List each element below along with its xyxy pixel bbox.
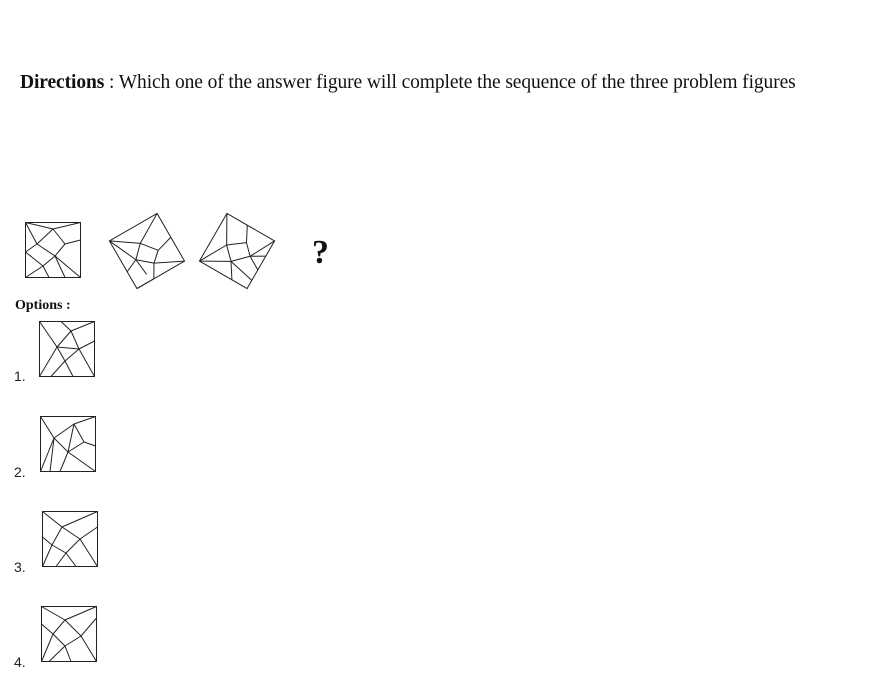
option-2-figure[interactable] (40, 416, 96, 472)
option-4-figure[interactable] (41, 606, 97, 662)
option-3-figure[interactable] (42, 511, 98, 567)
problem-figure-3 (198, 212, 276, 290)
question-mark: ? (312, 234, 329, 271)
option-1-figure[interactable] (39, 321, 95, 377)
directions-question: Which one of the answer figure will comp… (118, 72, 796, 93)
problem-figure-2 (108, 212, 186, 290)
directions-text: Directions : Which one of the answer fig… (20, 72, 796, 94)
problem-figure-1 (25, 222, 81, 278)
option-1-number: 1. (14, 368, 26, 384)
option-3-number: 3. (14, 559, 26, 575)
options-label: Options : (15, 298, 71, 313)
option-4-number: 4. (14, 654, 26, 670)
option-2-number: 2. (14, 464, 26, 480)
directions-label: Directions (20, 72, 105, 93)
directions-separator: : (104, 72, 119, 93)
